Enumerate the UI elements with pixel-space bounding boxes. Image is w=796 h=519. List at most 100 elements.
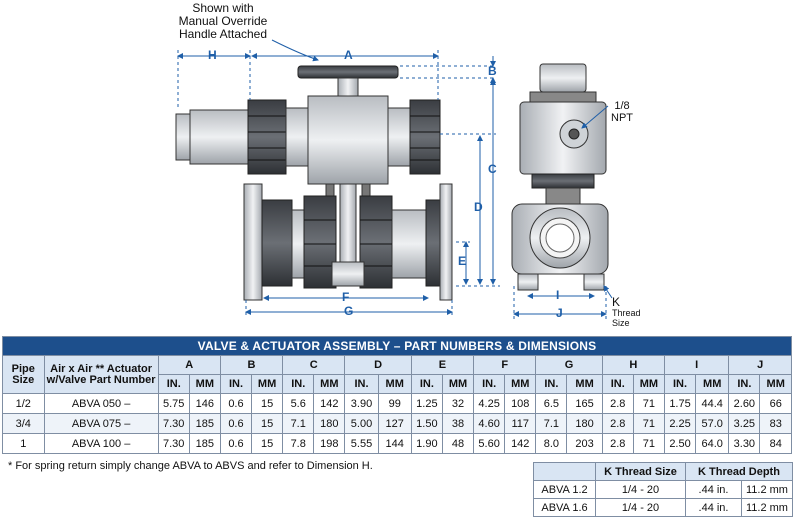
override-handle-callout: Shown with Manual Override Handle Attach…: [178, 2, 268, 41]
thread-depth-header: K Thread Depth: [685, 462, 793, 481]
dimension-value-cell: 7.1: [535, 413, 568, 434]
dim-label-f: F: [342, 290, 350, 304]
dimension-value-cell: 64.0: [695, 433, 730, 454]
unit-mm-header: MM: [566, 374, 603, 394]
npt-label: 1/8 NPT: [610, 100, 634, 124]
part-number-cell: ABVA 100 –: [43, 433, 159, 454]
npt-text: NPT: [611, 112, 633, 124]
npt-size: 1/8: [614, 100, 630, 112]
dim-label-h: H: [208, 48, 217, 62]
thread-depth-in-cell: .44 in.: [685, 480, 742, 499]
dimension-value-cell: 2.50: [663, 433, 697, 454]
dimension-value-cell: 2.8: [601, 413, 634, 434]
dim-header-b: B: [219, 355, 284, 375]
dim-label-e: E: [458, 254, 467, 268]
dimension-value-cell: 84: [759, 433, 792, 454]
dimension-value-cell: 32: [441, 393, 475, 414]
dim-header-a: A: [157, 355, 221, 375]
part-number-cell: ABVA 050 –: [43, 393, 159, 414]
unit-in-header: IN.: [219, 374, 253, 394]
dimension-value-cell: 57.0: [695, 413, 730, 434]
unit-in-header: IN.: [410, 374, 443, 394]
dimension-value-cell: 5.55: [344, 433, 379, 454]
dimension-value-cell: 4.25: [473, 393, 506, 414]
dimension-value-cell: 48: [441, 433, 475, 454]
thread-depth-in-cell: .44 in.: [685, 498, 742, 517]
dim-header-c: C: [282, 355, 346, 375]
dimension-value-cell: 0.6: [219, 433, 253, 454]
thread-size-cell: 1/4 - 20: [595, 498, 686, 517]
k-size-word: Size: [612, 318, 630, 328]
dimension-value-cell: 0.6: [219, 413, 253, 434]
dimension-value-cell: 15: [251, 433, 284, 454]
unit-in-header: IN.: [663, 374, 697, 394]
dim-label-j: J: [556, 306, 563, 320]
dimension-value-cell: 180: [313, 413, 346, 434]
unit-mm-header: MM: [441, 374, 475, 394]
dim-header-e: E: [410, 355, 475, 375]
dimension-value-cell: 185: [188, 413, 221, 434]
k-letter: K: [612, 295, 621, 309]
dim-header-j: J: [728, 355, 792, 375]
thread-blank-header: [533, 462, 596, 481]
thread-depth-mm-cell: 11.2 mm: [741, 498, 793, 517]
unit-in-header: IN.: [728, 374, 761, 394]
dimension-value-cell: 71: [632, 433, 665, 454]
callout-line-2: Manual Override: [178, 14, 268, 28]
unit-mm-header: MM: [377, 374, 412, 394]
unit-mm-header: MM: [251, 374, 284, 394]
dimension-value-cell: 146: [188, 393, 221, 414]
dimension-value-cell: 7.30: [157, 413, 190, 434]
dim-label-b: B: [488, 64, 497, 78]
dim-header-i: I: [663, 355, 730, 375]
dimension-value-cell: 144: [377, 433, 412, 454]
dimension-value-cell: 7.1: [282, 413, 315, 434]
dimension-value-cell: 6.5: [535, 393, 568, 414]
technical-drawing: Shown with Manual Override Handle Attach…: [175, 2, 642, 328]
dim-label-d: D: [474, 200, 483, 214]
dimension-value-cell: 198: [313, 433, 346, 454]
unit-in-header: IN.: [282, 374, 315, 394]
callout-line-3: Handle Attached: [178, 27, 268, 41]
unit-in-header: IN.: [535, 374, 568, 394]
dimension-value-cell: 1.50: [410, 413, 443, 434]
unit-mm-header: MM: [695, 374, 730, 394]
callout-line-1: Shown with: [192, 1, 254, 15]
thread-table-header: K Thread Size K Thread Depth: [533, 462, 793, 481]
pipe-size-cell: 3/4: [2, 413, 45, 434]
k-thread-label: K Thread Size: [612, 296, 642, 328]
dimension-value-cell: 15: [251, 393, 284, 414]
dimension-letter-row: Pipe Size Air x Air ** Actuator w/Valve …: [2, 355, 792, 394]
dimension-value-cell: 142: [504, 433, 537, 454]
part-number-header: Air x Air ** Actuator w/Valve Part Numbe…: [43, 355, 159, 394]
thread-depth-mm-cell: 11.2 mm: [741, 480, 793, 499]
front-view: [175, 65, 453, 301]
dimension-value-cell: 5.00: [344, 413, 379, 434]
dimension-value-cell: 2.25: [663, 413, 697, 434]
dim-label-a: A: [344, 48, 353, 62]
dim-header-f: F: [473, 355, 537, 375]
dimension-value-cell: 2.60: [728, 393, 761, 414]
dim-header-d: D: [344, 355, 412, 375]
dimension-lines: [177, 39, 613, 320]
dimension-value-cell: 8.0: [535, 433, 568, 454]
thread-size-cell: 1/4 - 20: [595, 480, 686, 499]
dimension-value-cell: 44.4: [695, 393, 730, 414]
unit-mm-header: MM: [313, 374, 346, 394]
unit-mm-header: MM: [632, 374, 665, 394]
dimension-value-cell: 203: [566, 433, 603, 454]
dimension-value-cell: 5.6: [282, 393, 315, 414]
pipe-size-cell: 1/2: [2, 393, 45, 414]
dim-label-c: C: [488, 162, 497, 176]
dimension-value-cell: 3.25: [728, 413, 761, 434]
thread-model-cell: ABVA 1.2: [533, 480, 596, 499]
dimension-value-cell: 0.6: [219, 393, 253, 414]
thread-model-cell: ABVA 1.6: [533, 498, 596, 517]
footnote: * For spring return simply change ABVA t…: [8, 460, 373, 472]
